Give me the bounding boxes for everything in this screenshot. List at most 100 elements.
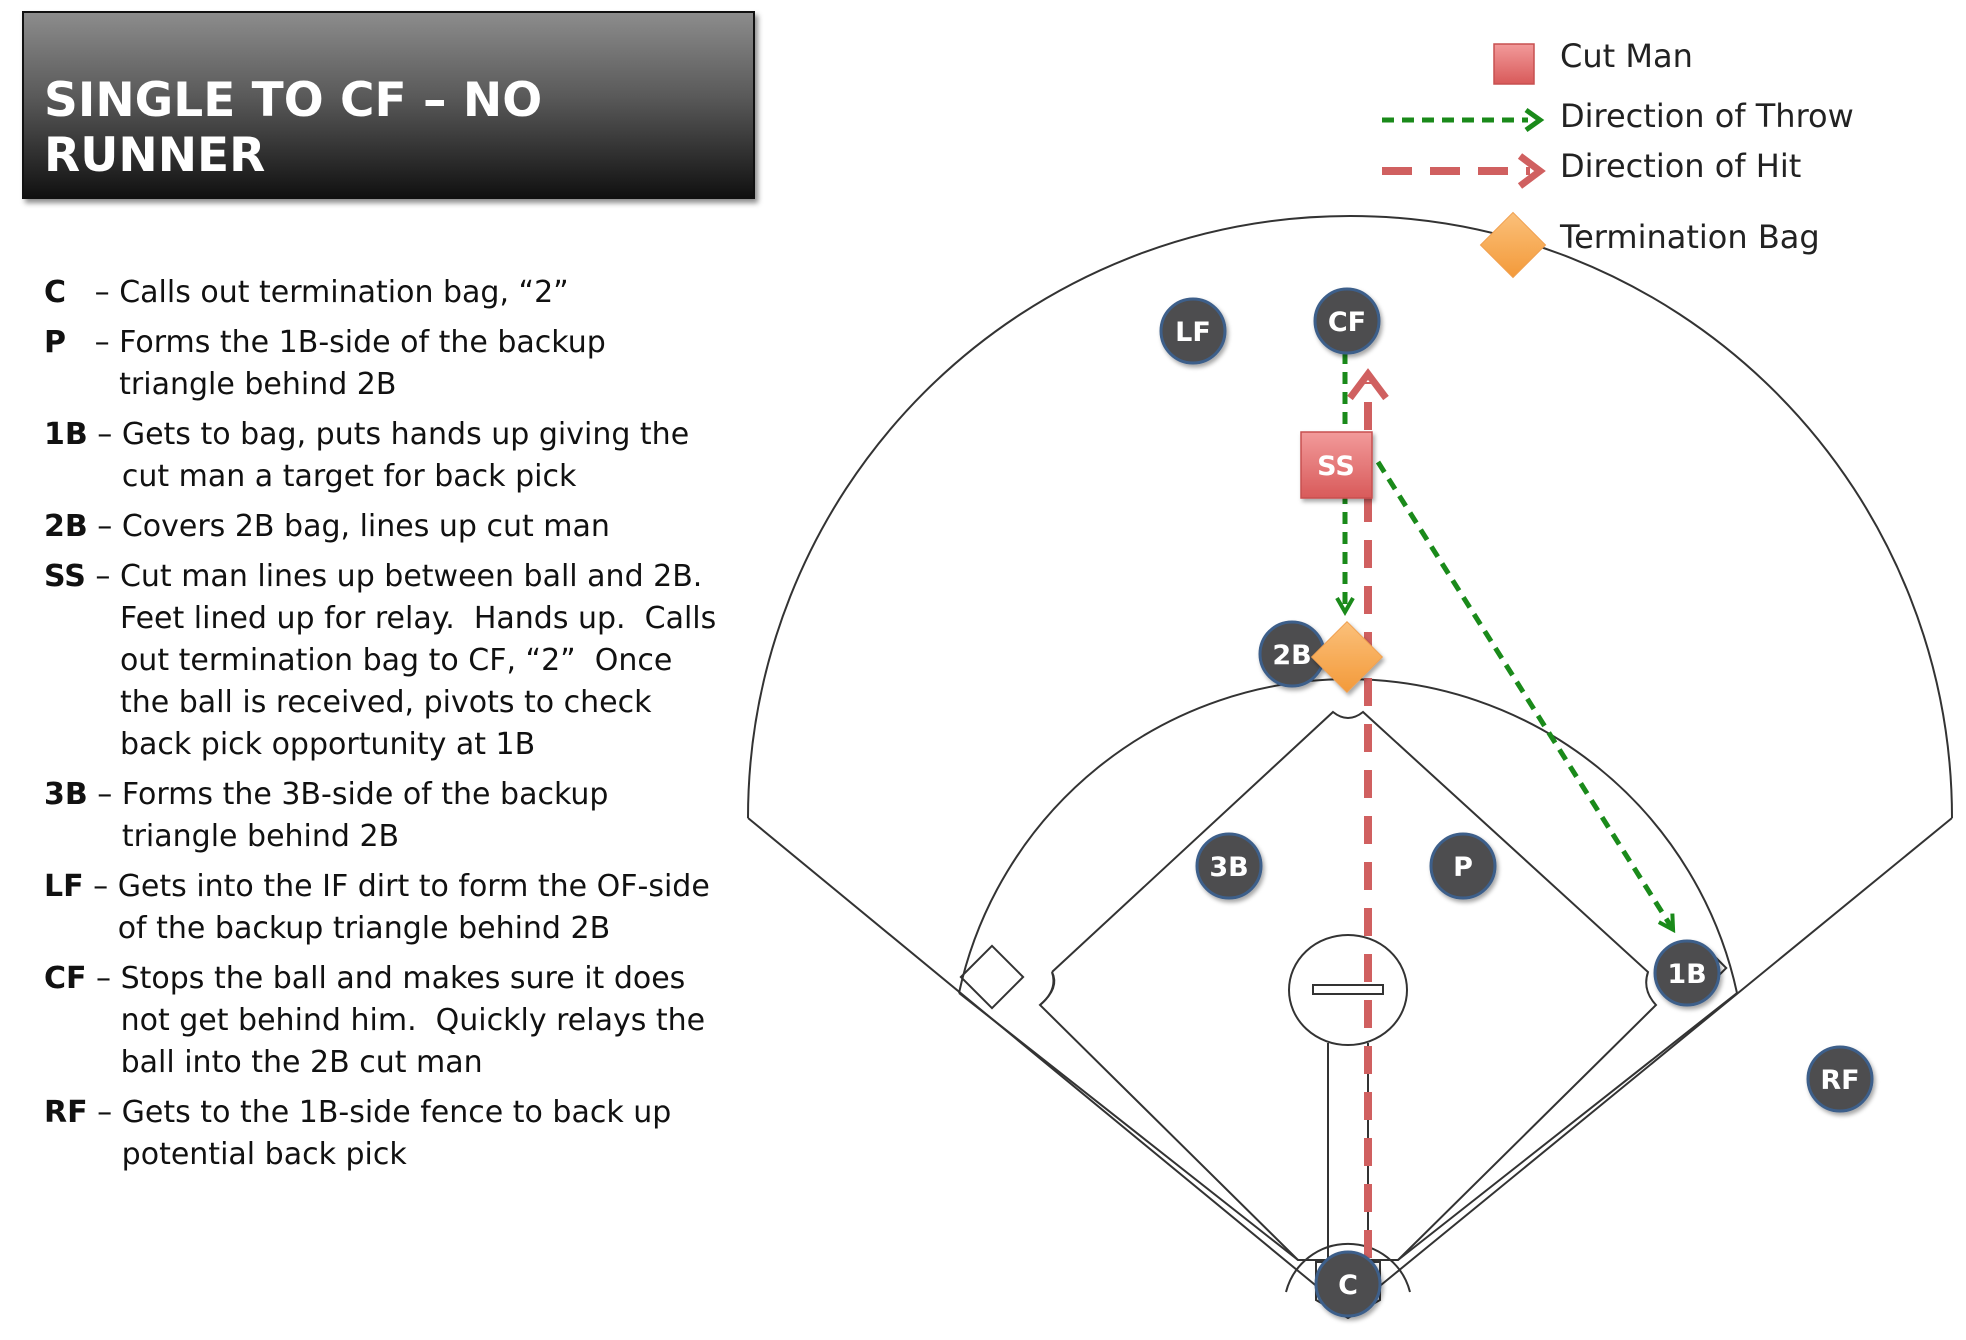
- role-description-line: cut man a target for back pick: [121, 459, 577, 494]
- page-title: SINGLE TO CF – NO RUNNER: [44, 73, 543, 183]
- role-description-line: Forms the 1B-side of the backup: [119, 325, 606, 360]
- role-rf: RF – Gets to the 1B-side fence to back u…: [44, 1092, 764, 1176]
- role-description: Calls out termination bag, “2”: [119, 272, 569, 314]
- outfield-fence: [747, 215, 1953, 819]
- cut-man-ss: SS: [1300, 431, 1373, 499]
- termination-bag-legend-icon: [1479, 211, 1547, 279]
- home-plate-circle: [1285, 1242, 1411, 1293]
- role-description-line: triangle behind 2B: [121, 819, 400, 854]
- role-description-line: Feet lined up for relay. Hands up. Calls: [119, 601, 717, 636]
- role-dash: –: [87, 777, 122, 812]
- players: LF CF 2B 3B P 1B RF C: [1159, 287, 1874, 1318]
- hit-legend-icon: [1382, 153, 1546, 189]
- role-dash: –: [87, 417, 122, 452]
- pitchers-rubber: [1312, 984, 1384, 995]
- player-rf: RF: [1806, 1045, 1874, 1113]
- role-dash: –: [85, 559, 120, 594]
- legend: Cut Man Direction of Throw Direction of …: [1380, 28, 1940, 279]
- role-description-line: Forms the 3B-side of the backup: [121, 777, 609, 812]
- legend-termination-bag: Termination Bag: [1560, 218, 1820, 256]
- legend-direction-throw: Direction of Throw: [1560, 97, 1854, 135]
- hit-arrow: [1347, 368, 1389, 1258]
- player-label: C: [1338, 1270, 1358, 1301]
- role-p: P – Forms the 1B-side of the backup trian…: [44, 322, 764, 406]
- role-dash: –: [66, 325, 120, 360]
- role-description: Gets into the IF dirt to form the OF-sid…: [118, 866, 710, 950]
- role-description-line: Calls out termination bag, “2”: [119, 275, 569, 310]
- role-dash: –: [87, 509, 122, 544]
- role-key: 1B: [44, 417, 88, 452]
- role-description-line: back pick opportunity at 1B: [119, 727, 536, 762]
- role-dash: –: [86, 961, 121, 996]
- role-description-line: of the backup triangle behind 2B: [117, 911, 611, 946]
- player-label: 3B: [1209, 852, 1248, 883]
- role-key: LF: [44, 869, 84, 904]
- role-dash: –: [66, 275, 120, 310]
- role-description-line: the ball is received, pivots to check: [119, 685, 652, 720]
- termination-bag-marker: [1310, 620, 1384, 694]
- player-marker: [1313, 287, 1381, 355]
- role-lf: LF – Gets into the IF dirt to form the O…: [44, 866, 764, 950]
- role-key: C: [44, 275, 67, 310]
- role-description-line: Cut man lines up between ball and 2B.: [119, 559, 703, 594]
- role-description-line: triangle behind 2B: [119, 367, 397, 402]
- role-list: C – Calls out termination bag, “2” P – Fo…: [44, 272, 764, 1184]
- third-base: [959, 944, 1025, 1010]
- player-label: RF: [1820, 1065, 1859, 1096]
- player-marker: [1429, 832, 1497, 900]
- player-marker: [1653, 939, 1721, 1007]
- player-marker: [1806, 1045, 1874, 1113]
- role-description: Covers 2B bag, lines up cut man: [122, 506, 610, 548]
- role-key: 3B: [44, 777, 88, 812]
- player-3b: 3B: [1195, 832, 1263, 900]
- player-label: CF: [1328, 307, 1366, 338]
- role-description: Stops the ball and makes sure it does not…: [121, 958, 706, 1084]
- role-dash: –: [83, 869, 118, 904]
- role-description-line: Stops the ball and makes sure it does: [120, 961, 686, 996]
- player-lf: LF: [1159, 297, 1227, 365]
- role-2b: 2B – Covers 2B bag, lines up cut man: [44, 506, 764, 548]
- cut-man-legend-icon: [1493, 43, 1535, 85]
- role-description: Cut man lines up between ball and 2B. Fee…: [120, 556, 716, 766]
- title-banner: SINGLE TO CF – NO RUNNER: [22, 11, 755, 199]
- role-description: Gets to bag, puts hands up giving the cut…: [122, 414, 689, 498]
- player-marker: [1159, 297, 1227, 365]
- role-description-line: Covers 2B bag, lines up cut man: [121, 509, 610, 544]
- throw-arrows: [1335, 352, 1676, 934]
- role-description-line: Gets into the IF dirt to form the OF-sid…: [117, 869, 710, 904]
- mound-path: [1327, 1043, 1369, 1268]
- role-key: P: [44, 325, 66, 360]
- role-key: CF: [44, 961, 87, 996]
- right-foul-line-inner: [1397, 992, 1738, 1261]
- cut-man-label: SS: [1317, 451, 1355, 482]
- player-label: 1B: [1667, 959, 1706, 990]
- role-3b: 3B – Forms the 3B-side of the backup tria…: [44, 774, 764, 858]
- player-label: 2B: [1272, 640, 1311, 671]
- role-c: C – Calls out termination bag, “2”: [44, 272, 764, 314]
- legend-direction-hit: Direction of Hit: [1560, 147, 1802, 185]
- role-description: Forms the 3B-side of the backup triangle …: [122, 774, 609, 858]
- player-marker: [1314, 1250, 1382, 1318]
- role-description-line: Gets to the 1B-side fence to back up: [121, 1095, 672, 1130]
- player-p: P: [1429, 832, 1497, 900]
- role-description-line: out termination bag to CF, “2” Once: [119, 643, 673, 678]
- player-label: LF: [1175, 317, 1211, 348]
- player-label: P: [1453, 852, 1473, 883]
- role-description-line: not get behind him. Quickly relays the: [120, 1003, 706, 1038]
- role-description-line: Gets to bag, puts hands up giving the: [121, 417, 690, 452]
- pitchers-mound: [1288, 934, 1408, 1046]
- player-c: C: [1314, 1250, 1382, 1318]
- role-description-line: ball into the 2B cut man: [120, 1045, 483, 1080]
- role-cf: CF – Stops the ball and makes sure it do…: [44, 958, 764, 1084]
- role-1b: 1B – Gets to bag, puts hands up giving t…: [44, 414, 764, 498]
- role-key: RF: [44, 1095, 88, 1130]
- role-key: SS: [44, 559, 86, 594]
- player-cf: CF: [1313, 287, 1381, 355]
- role-key: 2B: [44, 509, 88, 544]
- legend-cut-man: Cut Man: [1560, 37, 1693, 75]
- role-description: Forms the 1B-side of the backup triangle …: [119, 322, 606, 406]
- throw-legend-icon: [1382, 107, 1545, 133]
- left-foul-line: [747, 817, 1953, 1314]
